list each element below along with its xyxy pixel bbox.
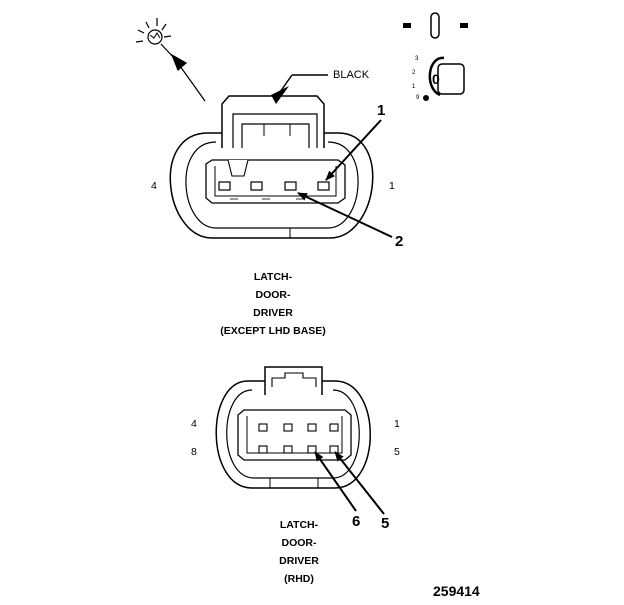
bottom-terminal-7 [283,445,293,454]
bottom-connector-inner-shell [226,389,360,479]
top-pin-label-1: 1 [389,180,395,192]
bottom-caption-line-2: DOOR- [282,537,318,549]
black-wire-pointer [271,74,328,104]
bottom-terminal-8 [258,445,268,454]
bottom-connector [215,366,371,489]
top-caption-line-1: LATCH- [254,271,293,283]
top-caption-line-3: DRIVER [253,307,293,319]
top-terminal-1 [317,181,330,191]
callout-6: 6 [352,513,360,530]
bottom-terminal-5 [329,445,339,454]
bottom-pin-label-4: 4 [191,418,197,430]
test-probe-icon [135,18,206,102]
top-terminal-2 [284,181,297,191]
top-caption-line-2: DOOR- [256,289,292,301]
pin-position-1: 1 [412,84,416,90]
pin-position-3: 3 [415,56,419,62]
top-terminal-4 [218,181,231,191]
connector-view-icon [403,12,468,101]
key-letter: 0 [432,71,440,87]
black-wire-label: BLACK [333,69,370,81]
bottom-connector-latch [264,366,323,395]
bottom-terminal-1 [329,423,339,432]
top-connector-caption: LATCH- DOOR- DRIVER (EXCEPT LHD BASE) [220,271,326,337]
callout-1: 1 [377,102,385,119]
top-connector [169,95,374,239]
top-caption-line-4: (EXCEPT LHD BASE) [220,325,326,337]
top-callout-leaders [297,119,393,238]
callout-5: 5 [381,515,389,532]
top-terminal-3 [250,181,263,191]
bottom-terminal-2 [307,423,317,432]
bottom-terminal-4 [258,423,268,432]
bottom-callout-leaders [314,451,385,515]
pin-position-9: 9 [416,95,420,101]
top-connector-inner-shell [185,141,359,229]
figure-number: 259414 [433,583,480,599]
bottom-pin-label-5: 5 [394,446,400,458]
bottom-pin-label-8: 8 [191,446,197,458]
bottom-connector-cavity [237,409,352,461]
bottom-caption-line-1: LATCH- [280,519,319,531]
bottom-terminal-6 [307,445,317,454]
top-pin-label-4: 4 [151,180,157,192]
bottom-pin-label-1: 1 [394,418,400,430]
callout-2: 2 [395,233,403,250]
bottom-caption-line-3: DRIVER [279,555,319,567]
bottom-terminal-3 [283,423,293,432]
pin-position-2: 2 [412,70,416,76]
bottom-caption-line-4: (RHD) [284,573,314,585]
bottom-connector-caption: LATCH- DOOR- DRIVER (RHD) [279,519,319,585]
